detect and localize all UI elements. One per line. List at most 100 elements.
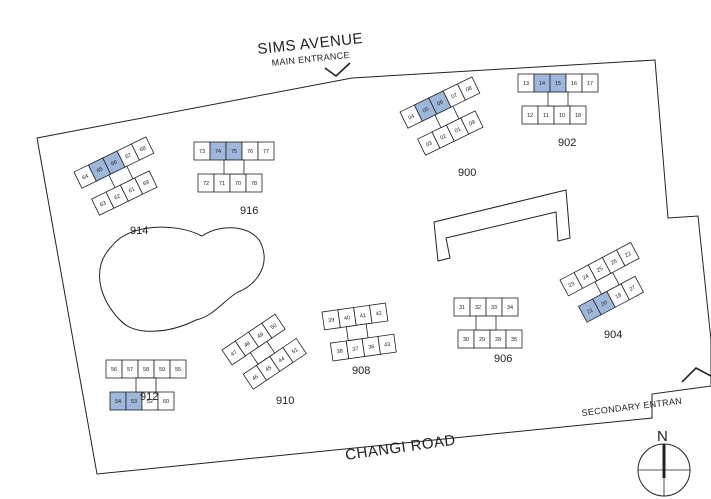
pond-outline	[99, 226, 265, 332]
unit-label-04: 04	[408, 113, 416, 121]
block-label-910: 910	[276, 395, 294, 407]
unit-51[interactable]	[282, 337, 307, 363]
unit-label-46: 46	[251, 374, 259, 382]
block-core-914	[108, 165, 134, 189]
unit-label-54: 54	[115, 399, 121, 405]
unit-label-10: 10	[559, 113, 565, 119]
unit-label-16: 16	[571, 81, 577, 87]
unit-label-17: 17	[587, 81, 593, 87]
unit-label-58: 58	[143, 367, 149, 373]
block-core-912	[135, 377, 157, 393]
unit-55[interactable]	[169, 359, 187, 379]
unit-label-36: 36	[368, 344, 375, 351]
unit-label-42: 42	[375, 311, 382, 318]
unit-68[interactable]	[130, 136, 155, 161]
unit-label-39: 39	[328, 317, 335, 324]
unit-label-37: 37	[352, 346, 359, 353]
unit-77[interactable]	[257, 141, 275, 161]
unit-09[interactable]	[460, 110, 484, 135]
unit-label-73: 73	[199, 149, 205, 155]
unit-label-52: 52	[147, 399, 153, 405]
unit-label-47: 47	[230, 350, 238, 358]
unit-label-68: 68	[139, 145, 147, 153]
unit-label-69: 69	[142, 179, 150, 187]
unit-label-61: 61	[128, 186, 136, 194]
unit-label-72: 72	[203, 181, 209, 187]
unit-label-05: 05	[422, 106, 430, 114]
unit-label-22: 22	[624, 251, 632, 259]
site-boundary	[36, 59, 711, 475]
unit-label-33: 33	[491, 305, 497, 311]
unit-label-63: 63	[99, 200, 107, 208]
unit-17[interactable]	[581, 73, 599, 93]
unit-label-25: 25	[596, 266, 604, 274]
unit-60[interactable]	[157, 391, 175, 411]
unit-label-77: 77	[263, 149, 269, 155]
unit-42[interactable]	[369, 302, 389, 324]
unit-69[interactable]	[134, 170, 158, 195]
unit-label-30: 30	[463, 337, 469, 343]
unit-label-65: 65	[96, 166, 104, 174]
unit-34[interactable]	[501, 297, 519, 317]
block-label-906: 906	[494, 353, 512, 365]
unit-22[interactable]	[615, 241, 640, 267]
unit-label-32: 32	[475, 305, 481, 311]
unit-label-34: 34	[507, 305, 513, 311]
unit-label-53: 53	[131, 399, 137, 405]
unit-label-55: 55	[175, 367, 181, 373]
block-core-916	[223, 159, 245, 175]
unit-label-35: 35	[511, 337, 517, 343]
block-core-908	[345, 323, 369, 342]
block-core-910	[249, 340, 276, 365]
north-compass: N	[637, 428, 691, 497]
unit-label-13: 13	[523, 81, 529, 87]
unit-43[interactable]	[377, 333, 397, 355]
unit-18[interactable]	[569, 105, 587, 125]
unit-50[interactable]	[261, 313, 286, 339]
unit-label-03: 03	[425, 140, 433, 148]
unit-label-70: 70	[235, 181, 241, 187]
block-core-900	[434, 105, 460, 129]
block-core-906	[475, 315, 497, 331]
unit-08[interactable]	[456, 76, 481, 101]
unit-label-29: 29	[479, 337, 485, 343]
secondary-entrance-label: SECONDARY ENTRAN	[581, 396, 682, 418]
unit-label-75: 75	[231, 149, 237, 155]
block-core-904	[594, 271, 620, 295]
unit-label-56: 56	[111, 367, 117, 373]
unit-label-40: 40	[344, 315, 351, 322]
unit-label-64: 64	[82, 173, 90, 181]
block-label-914: 914	[130, 225, 148, 237]
block-label-912: 912	[140, 391, 158, 403]
unit-label-43: 43	[384, 342, 391, 349]
unit-35[interactable]	[505, 329, 523, 349]
unit-78[interactable]	[245, 173, 263, 193]
unit-label-48: 48	[243, 341, 251, 349]
unit-label-28: 28	[495, 337, 501, 343]
unit-label-41: 41	[360, 313, 367, 320]
unit-label-62: 62	[114, 193, 122, 201]
unit-label-06: 06	[436, 99, 444, 107]
unit-label-18: 18	[575, 113, 581, 119]
unit-label-26: 26	[610, 258, 618, 266]
amenity-building	[433, 189, 571, 262]
block-label-904: 904	[604, 329, 622, 341]
unit-label-09: 09	[468, 119, 476, 127]
unit-label-78: 78	[251, 181, 257, 187]
unit-27[interactable]	[620, 275, 645, 301]
unit-label-15: 15	[555, 81, 561, 87]
main-entrance-arrow-icon	[324, 62, 351, 78]
unit-label-49: 49	[257, 332, 265, 340]
unit-label-08: 08	[465, 85, 473, 93]
unit-label-19: 19	[614, 292, 622, 300]
block-core-902	[547, 91, 569, 107]
